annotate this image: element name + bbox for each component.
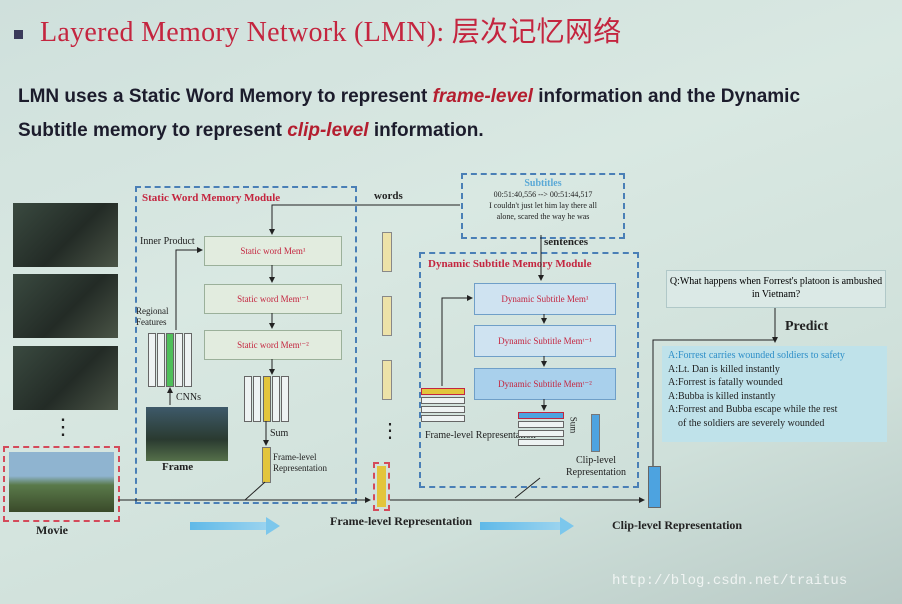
words-label: words — [374, 190, 403, 202]
cnns-label: CNNs — [176, 392, 202, 403]
subtitle-row-highlight — [518, 412, 564, 419]
dynamic-memory-2: Dynamic Subtitle Memᵗ⁻¹ — [474, 325, 616, 357]
dynamic-memory-3: Dynamic Subtitle Memᵗ⁻² — [474, 368, 616, 400]
selected-frame-vector-box — [373, 462, 390, 511]
selected-frame-box — [3, 446, 120, 522]
clip-level-small-label: Clip-level Representation — [566, 455, 626, 478]
slide-title: Layered Memory Network (LMN): 层次记忆网络 — [40, 17, 622, 48]
clip-level-vector — [648, 466, 661, 508]
dynamic-module-label: Dynamic Subtitle Memory Module — [428, 258, 592, 270]
intro-text: LMN uses a Static Word Memory to represe… — [18, 80, 800, 148]
feature-vector-highlight — [166, 333, 174, 387]
selected-frame-vector — [377, 466, 386, 507]
stack-frame-level-label: Frame-level Representation — [425, 430, 536, 441]
frame-vector-3 — [382, 360, 392, 400]
frame-level-emphasis: frame-level — [432, 86, 533, 107]
answer-option: A:Lt. Dan is killed instantly — [668, 363, 780, 375]
feature-vector — [175, 333, 183, 387]
feature-vector — [148, 333, 156, 387]
flow-arrow-1 — [190, 517, 280, 535]
subtitles-line-1: I couldn't just let him lay there all — [489, 201, 597, 210]
frame-level-representation-text: Frame-level Representation — [330, 514, 473, 528]
frame-level-join-line — [244, 481, 266, 501]
dynamic-memory-1: Dynamic Subtitle Mem¹ — [474, 283, 616, 315]
clip-to-predict-line — [652, 339, 775, 466]
clip-level-vector-small — [591, 414, 600, 452]
static-memory-3: Static word Memᵗ⁻² — [204, 330, 342, 360]
subtitle-row — [518, 430, 564, 437]
clip-level-representation-label: Clip-level Representation — [612, 516, 742, 534]
intro-part-4: information. — [368, 120, 484, 141]
stack-row — [421, 406, 465, 413]
frame-level-small-label: Frame-level Representation — [273, 452, 327, 473]
frames-ellipsis: ⋮ — [52, 414, 74, 439]
output-vector — [281, 376, 289, 422]
answer-option: A:Bubba is killed instantly — [668, 390, 776, 402]
intro-part-1: LMN uses a Static Word Memory to represe… — [18, 86, 433, 107]
answer-option: A:Forrest is fatally wounded — [668, 377, 783, 388]
frame-vector-1 — [382, 232, 392, 272]
movie-frame-1 — [13, 203, 118, 267]
output-vector — [244, 376, 252, 422]
intro-part-3: Subtitle memory to represent — [18, 120, 288, 141]
feature-vector — [184, 333, 192, 387]
clip-level-join-line — [514, 477, 541, 499]
output-vector — [272, 376, 280, 422]
predict-label: Predict — [785, 319, 829, 334]
inner-product-line — [175, 247, 203, 330]
output-vector-highlight — [263, 376, 271, 422]
sum-label: Sum — [270, 428, 289, 439]
stack-row — [421, 415, 465, 422]
sentences-label: sentences — [544, 236, 588, 248]
inner-product-label: Inner Product — [140, 236, 195, 247]
subtitles-line-2: alone, scared the way he was — [496, 212, 590, 221]
clip-level-emphasis: clip-level — [287, 120, 369, 141]
movie-frame-2 — [13, 274, 118, 338]
static-memory-2: Static word Memᵗ⁻¹ — [204, 284, 342, 314]
static-module-label: Static Word Memory Module — [142, 192, 281, 204]
intro-part-2: information and the Dynamic — [532, 86, 801, 107]
answer-correct: A:Forrest carries wounded soldiers to sa… — [668, 350, 845, 361]
flow-arrow-2 — [480, 517, 574, 535]
stack-row — [421, 397, 465, 404]
frame-level-representation-label: Frame-level Representation — [330, 512, 472, 530]
subtitles-box: Subtitles 00:51:40,556 --> 00:51:44,517 … — [461, 173, 625, 239]
movie-label: Movie — [36, 523, 68, 537]
answer-candidates: A:Forrest carries wounded soldiers to sa… — [662, 346, 887, 442]
static-word-memory-module — [135, 186, 357, 504]
answer-option: A:Forrest and Bubba escape while the res… — [668, 404, 838, 415]
watermark: http://blog.csdn.net/traitus — [612, 573, 848, 589]
clip-level-representation-text: Clip-level Representation — [612, 518, 743, 532]
output-vector — [253, 376, 261, 422]
subtitle-row — [518, 439, 564, 446]
answer-option-continued: of the soldiers are severely wounded — [678, 417, 825, 429]
frame-stack-to-memory-line — [441, 295, 473, 386]
words-line — [269, 204, 460, 235]
movie-frame-3 — [13, 346, 118, 410]
stack-row-highlight — [421, 388, 465, 395]
subtitles-title: Subtitles — [524, 178, 562, 189]
title-bullet — [14, 30, 23, 39]
vectors-ellipsis: ⋮ — [380, 420, 400, 442]
subtitle-row — [518, 421, 564, 428]
frame-vector-2 — [382, 296, 392, 336]
frame-image — [146, 407, 228, 461]
question-box: Q:What happens when Forrest's platoon is… — [666, 270, 886, 308]
frame-level-vector — [262, 447, 271, 483]
feature-vector — [157, 333, 165, 387]
regional-features-label: Regional Features — [136, 306, 169, 327]
frame-label: Frame — [162, 461, 194, 473]
selected-movie-frame — [9, 452, 114, 512]
subtitles-timestamp: 00:51:40,556 --> 00:51:44,517 — [493, 190, 593, 199]
static-memory-1: Static word Mem¹ — [204, 236, 342, 266]
